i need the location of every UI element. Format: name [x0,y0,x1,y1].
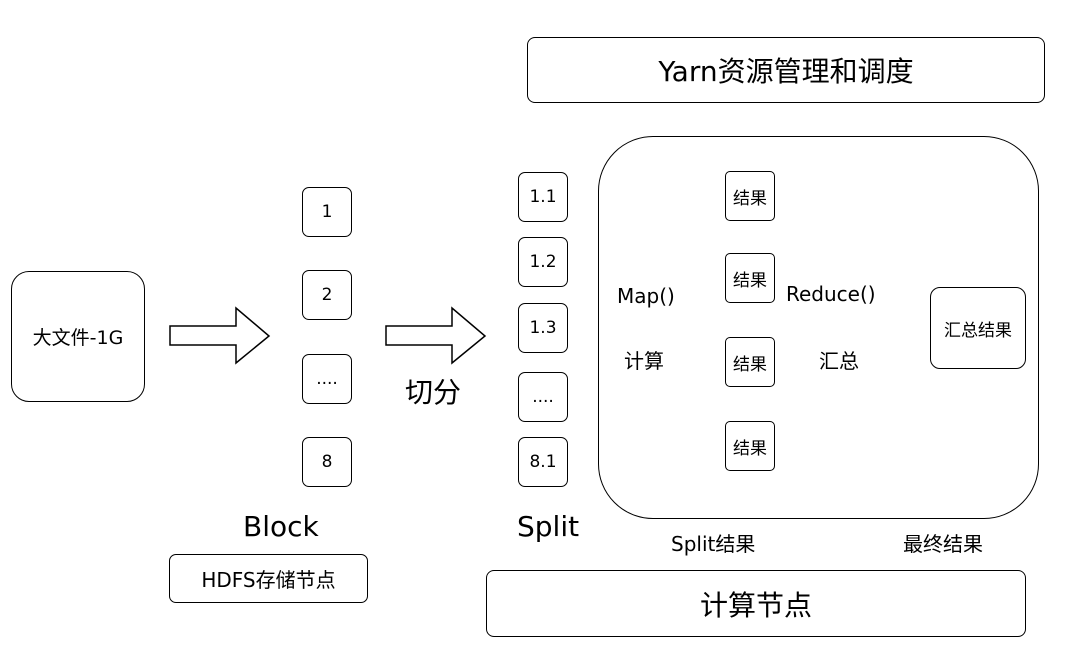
block-label: 8 [321,452,333,472]
final-result-caption: 最终结果 [903,532,983,556]
reduce-label: Reduce() [786,282,876,306]
block-box: 1 [302,187,352,237]
split-box: 1.2 [518,237,568,287]
split-box: .... [518,372,568,422]
split-label: 1.2 [529,252,557,272]
final-result-label: 汇总结果 [944,320,1012,341]
block-box: 8 [302,437,352,487]
split-label: 1.3 [529,318,557,338]
arrow-file-to-block [169,306,271,365]
block-label: 1 [321,202,333,222]
hdfs-label: HDFS存储节点 [201,568,336,592]
split-label: 8.1 [529,452,557,472]
result-label: 结果 [733,188,767,209]
compute-node-label: 计算节点 [699,588,812,622]
split-box: 8.1 [518,437,568,487]
block-label: .... [316,369,338,389]
result-box: 结果 [725,337,775,387]
arrow-block-to-split [385,306,487,365]
result-label: 结果 [733,270,767,291]
split-title: Split [517,510,580,543]
block-box: 2 [302,270,352,320]
big-file-box: 大文件-1G [11,271,145,402]
split-action-label: 切分 [405,376,462,409]
yarn-box: Yarn资源管理和调度 [527,37,1045,103]
big-file-label: 大文件-1G [32,327,124,349]
result-box: 结果 [725,421,775,471]
split-label: 1.1 [529,187,557,207]
result-label: 结果 [733,438,767,459]
split-label: .... [532,387,554,407]
hdfs-box: HDFS存储节点 [169,554,368,603]
result-label: 结果 [733,354,767,375]
map-sub-label: 计算 [624,349,664,373]
reduce-sub-label: 汇总 [819,349,859,373]
block-box: .... [302,354,352,404]
split-box: 1.1 [518,172,568,222]
split-result-caption: Split结果 [671,532,756,556]
yarn-label: Yarn资源管理和调度 [658,55,914,88]
result-box: 结果 [725,253,775,303]
block-label: 2 [321,285,333,305]
result-box: 结果 [725,171,775,221]
compute-node-box: 计算节点 [486,570,1026,637]
block-title: Block [243,510,319,543]
final-result-box: 汇总结果 [930,287,1026,369]
split-box: 1.3 [518,303,568,353]
map-label: Map() [617,284,675,308]
